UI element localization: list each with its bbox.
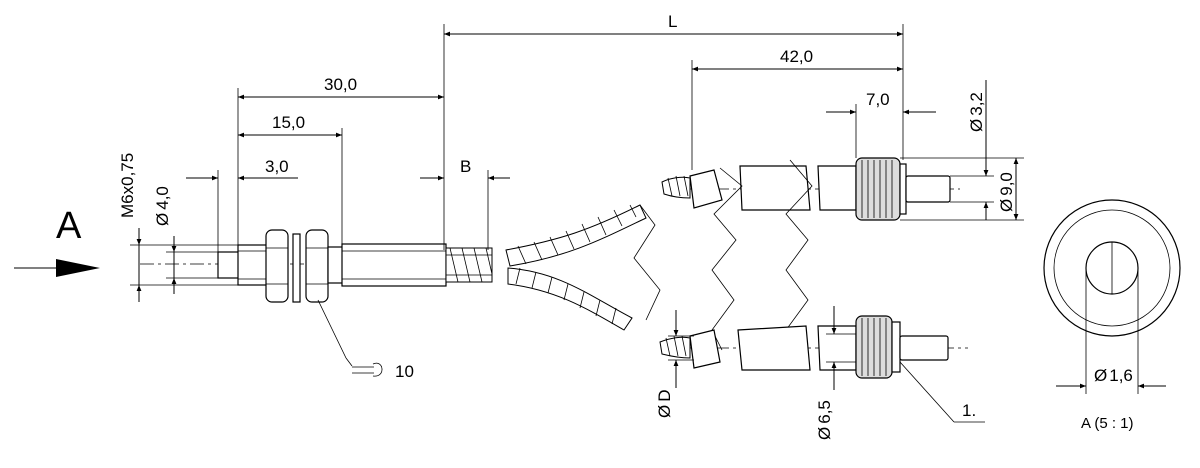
dia-9-label: 9,0 [997, 172, 1016, 196]
dimension-thread: M6x0,75 [118, 153, 238, 302]
dia-1-6-symbol: Ø [1094, 366, 1107, 385]
dimension-42: 42,0 [691, 47, 903, 170]
dim-42-label: 42,0 [780, 47, 813, 66]
dia-4-label: 4,0 [153, 186, 172, 210]
view-letter: A [56, 205, 82, 247]
view-arrow: A [14, 205, 100, 277]
dimension-7: 7,0 [826, 90, 936, 158]
upper-fiber [689, 157, 960, 353]
dia-D-symbol: Ø [655, 405, 674, 418]
dia-3-2-symbol: Ø [967, 119, 986, 132]
dimension-15: 15,0 [238, 113, 343, 244]
dia-D-label: D [655, 389, 674, 401]
lower-fiber: 1. [689, 315, 985, 423]
dia-3-2-label: 3,2 [967, 92, 986, 116]
svg-text:Ø1,6: Ø1,6 [1094, 366, 1133, 385]
dim-30-label: 30,0 [324, 75, 357, 94]
probe-head [140, 229, 470, 367]
dimension-dia-9: Ø 9,0 [900, 157, 1024, 221]
dimension-dia-6-5: Ø 6,5 [815, 306, 856, 440]
dimension-3: 3,0 [186, 157, 298, 252]
detail-label: A (5 : 1) [1081, 415, 1134, 432]
dia-6-5-symbol: Ø [815, 427, 834, 440]
braided-cable [445, 175, 691, 359]
dimension-B: B [420, 157, 510, 250]
dim-15-label: 15,0 [272, 113, 305, 132]
dimension-dia-D: ØD [655, 310, 694, 418]
dia-4-symbol: Ø [153, 213, 172, 226]
wrench-symbol: 10 [352, 362, 414, 381]
dim-B-label: B [460, 157, 471, 176]
dimension-dia-4: Ø 4,0 [153, 186, 218, 294]
dimension-30: 30,0 [237, 75, 444, 245]
wrench-size-label: 10 [395, 362, 414, 381]
svg-text:Ø4,0: Ø 4,0 [153, 186, 172, 226]
dia-6-5-label: 6,5 [815, 400, 834, 424]
svg-text:Ø6,5: Ø 6,5 [815, 400, 834, 440]
dim-7-label: 7,0 [866, 90, 890, 109]
svg-text:Ø3,2: Ø 3,2 [967, 92, 986, 132]
dimension-L: L [443, 12, 904, 250]
dim-3-label: 3,0 [265, 157, 289, 176]
thread-label: M6x0,75 [118, 153, 137, 218]
callout-1-label: 1. [962, 401, 976, 420]
dimension-dia-3-2: Ø 3,2 [950, 80, 994, 220]
svg-text:ØD: ØD [655, 389, 674, 418]
dia-9-symbol: Ø [997, 199, 1016, 212]
dim-L-label: L [668, 12, 677, 31]
svg-text:Ø9,0: Ø 9,0 [997, 172, 1016, 212]
dia-1-6-label: 1,6 [1109, 366, 1133, 385]
